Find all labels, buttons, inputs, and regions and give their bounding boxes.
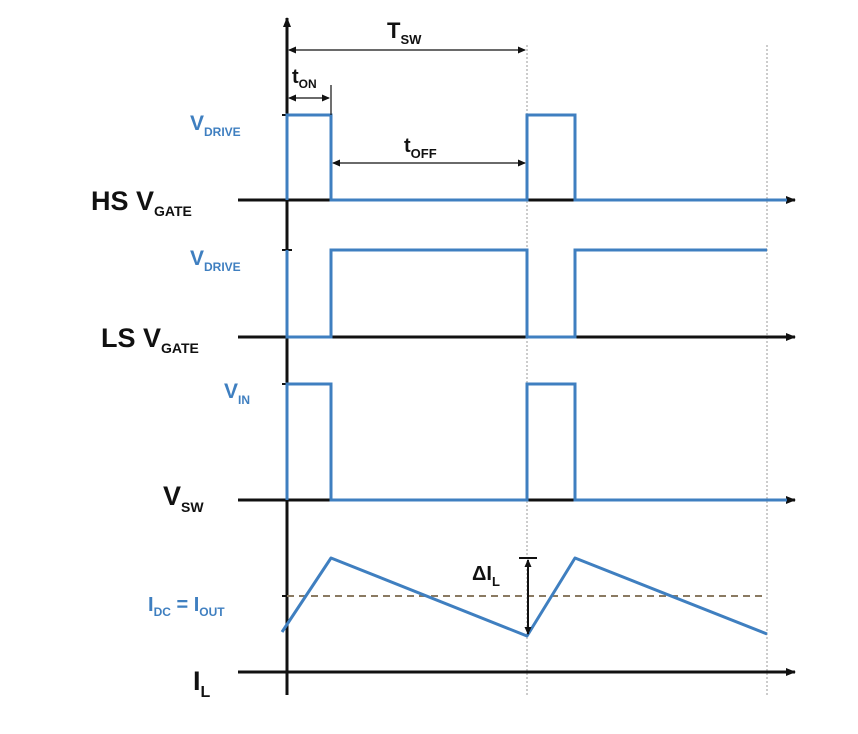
- vsw-axis-label: VSW: [163, 481, 204, 515]
- hs-gate-axis-label: HS VGATE: [91, 186, 192, 219]
- vsw-waveform: [285, 382, 787, 502]
- idc-level-label: IDC = IOUT: [148, 594, 225, 619]
- ls-gate-waveform: [285, 248, 767, 339]
- tsw-label: TSW: [387, 18, 422, 47]
- il-axis-label: IL: [193, 666, 211, 701]
- vin-level-label: VIN: [224, 380, 250, 407]
- hs-gate-waveform: [285, 113, 787, 202]
- ls-gate-axis-label: LS VGATE: [101, 323, 199, 356]
- delta-il-label: ΔIL: [472, 563, 500, 589]
- toff-label: tOFF: [404, 135, 437, 161]
- hs-drive-level-label: VDRIVE: [190, 112, 241, 139]
- ton-label: tON: [292, 66, 317, 91]
- ls-drive-level-label: VDRIVE: [190, 247, 241, 274]
- inductor-current-waveform: [280, 556, 768, 638]
